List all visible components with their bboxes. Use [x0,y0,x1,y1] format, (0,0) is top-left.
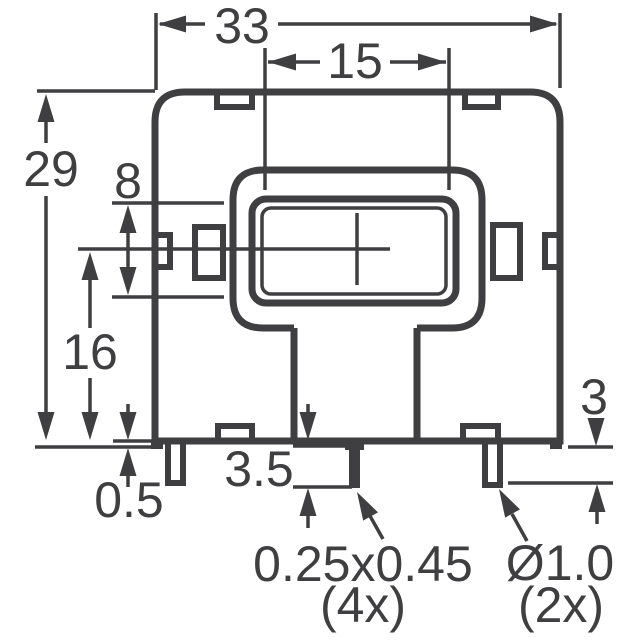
arrow-left-icon [268,53,296,71]
callout-round-pin-count-label: (2x) [518,577,604,633]
side-tab-right [542,232,560,270]
dim-centerline-height-label: 16 [62,324,118,380]
round-pin-right [482,438,503,488]
arrow-down-icon [299,412,317,440]
dimension-overall-height: 29 [23,89,155,449]
arrow-up-icon [119,205,137,233]
inner-rect-right [490,222,523,281]
dim-overall-height-label: 29 [23,141,79,197]
callout-flat-pin-size-label: 0.25x0.45 [253,536,473,592]
dimension-round-pin-length: 3 [508,369,613,524]
dimension-flat-pin-length: 3.5 [224,404,352,528]
dimension-centerline-height: 16 [62,252,118,440]
bottom-notch-left [215,423,255,441]
arrow-down-icon [119,412,137,440]
aperture-window [248,195,460,307]
top-notch-right [462,92,501,110]
bottom-notch-right [460,423,501,441]
top-notch-left [214,92,255,110]
arrow-right-icon [530,15,558,33]
leader-arrow-icon [349,487,379,521]
inner-rect-left [192,224,226,281]
arrow-up-icon [81,252,99,280]
callout-round-pin-diameter-label: Ø1.0 [506,535,614,591]
dim-overall-width-label: 33 [214,0,270,54]
component-body-outline [151,88,564,449]
pins [165,438,503,488]
dim-flat-pin-length-label: 3.5 [224,441,294,497]
flat-pin-center [349,441,360,488]
callout-round-pin: Ø1.0 (2x) [491,484,614,633]
dimension-aperture-width: 15 [263,33,451,190]
dimension-standoff: 0.5 [94,404,164,528]
dimension-aperture-height: 8 [112,153,224,299]
round-pin-left [165,438,186,486]
aperture-boss [78,166,486,441]
callout-flat-pin: 0.25x0.45 (4x) [253,487,473,633]
standoff-foot-left [151,441,163,449]
dim-standoff-label: 0.5 [94,472,164,528]
arrow-right-icon [418,53,446,71]
dim-aperture-height-label: 8 [114,153,142,209]
callout-flat-pin-count-label: (4x) [320,577,406,633]
arrow-up-icon [299,488,317,516]
standoff-foot-right [550,441,562,449]
arrow-down-icon [37,412,55,440]
arrow-left-icon [158,15,186,33]
dimension-overall-width: 33 [154,0,562,90]
aperture-inner-detail [260,206,448,296]
arrow-up-icon [37,94,55,122]
leader-arrow-icon [491,484,521,518]
dim-aperture-width-label: 15 [327,33,383,89]
arrow-up-icon [588,484,606,512]
dim-round-pin-length-label: 3 [580,369,608,425]
side-tab-left [155,232,173,270]
arrow-down-icon [119,267,137,295]
arrow-down-icon [81,412,99,440]
